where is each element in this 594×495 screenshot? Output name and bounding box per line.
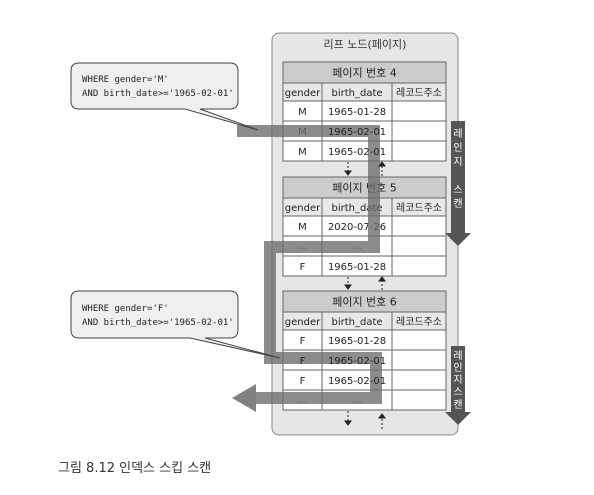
callout-gender-m: WHERE gender='M' AND birth_date>='1965-0… — [70, 62, 259, 131]
range-scan-label: 인 — [453, 142, 462, 154]
col-birth-date: birth_date — [331, 203, 382, 214]
cell: F — [300, 376, 306, 387]
col-record-address: 레코드주소 — [396, 202, 442, 214]
col-record-address: 레코드주소 — [396, 87, 442, 99]
cell: 2020-07-26 — [328, 222, 386, 233]
page-6-title: 페이지 번호 6 — [332, 296, 397, 309]
page-6-table: 페이지 번호 6 gender birth_date 레코드주소 F 1965-… — [282, 290, 447, 411]
cell: 1965-01-28 — [328, 262, 386, 273]
page-link-arrows — [344, 161, 386, 429]
callout-gender-f: WHERE gender='F' AND birth_date>='1965-0… — [70, 290, 281, 359]
col-birth-date: birth_date — [331, 88, 382, 99]
cell: M — [298, 147, 307, 158]
cell: F — [300, 262, 306, 273]
callout-f-line1: WHERE gender='F' — [82, 304, 169, 314]
col-gender: gender — [285, 88, 321, 99]
cell: 1965-01-28 — [328, 107, 386, 118]
range-scan-label: 스 — [453, 386, 462, 398]
figure-caption: 그림 8.12 인덱스 스킵 스캔 — [58, 461, 212, 476]
col-gender: gender — [285, 317, 321, 328]
range-scan-label: 캔 — [453, 198, 462, 210]
cell: 1965-01-28 — [328, 336, 386, 347]
skip-scan-path-arrow — [232, 125, 382, 412]
cell: M — [298, 222, 307, 233]
range-scan-label: 캔 — [453, 399, 462, 411]
callout-f-line2: AND birth_date>='1965-02-01' — [82, 318, 234, 328]
cell: 1965-02-01 — [328, 356, 386, 367]
col-birth-date: birth_date — [331, 317, 382, 328]
cell: F — [300, 336, 306, 347]
range-scan-arrow-bottom: 레 인 지 스 캔 — [445, 346, 471, 425]
cell: F — [300, 356, 306, 367]
range-scan-label: 지 — [453, 156, 462, 168]
range-scan-label: 인 — [453, 362, 462, 374]
range-scan-arrow-top: 레 인 지 스 캔 — [445, 121, 471, 246]
cell: M — [298, 107, 307, 118]
index-skip-scan-diagram: 리프 노드(페이지) 페이지 번호 4 gender birth_date 레코… — [70, 32, 471, 436]
range-scan-label: 스 — [453, 184, 462, 196]
col-gender: gender — [285, 203, 321, 214]
page-4-table: 페이지 번호 4 gender birth_date 레코드주소 M 1965-… — [282, 61, 447, 162]
cell: 1965-02-01 — [328, 147, 386, 158]
page-4-title: 페이지 번호 4 — [332, 67, 397, 80]
range-scan-label: 레 — [453, 350, 462, 362]
cell: 1965-02-01 — [328, 376, 386, 387]
page-5-table: 페이지 번호 5 gender birth_date 레코드주소 M 2020-… — [282, 176, 447, 277]
page-5-title: 페이지 번호 5 — [332, 182, 397, 195]
col-record-address: 레코드주소 — [396, 316, 442, 328]
callout-m-line2: AND birth_date>='1965-02-01' — [82, 89, 234, 99]
range-scan-label: 레 — [453, 128, 462, 140]
range-scan-label: 지 — [453, 374, 462, 386]
leaf-node-title: 리프 노드(페이지) — [324, 38, 407, 51]
cell: 1965-02-01 — [328, 127, 386, 138]
callout-m-line1: WHERE gender='M' — [82, 75, 169, 85]
